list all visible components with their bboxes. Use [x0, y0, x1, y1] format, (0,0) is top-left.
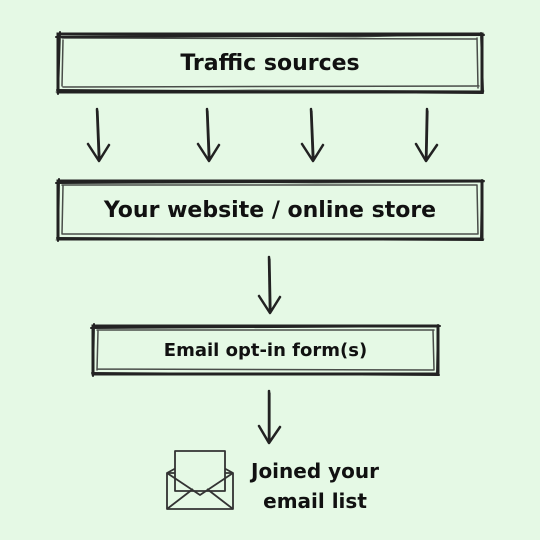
arrow-down-icon: [257, 389, 282, 445]
arrow-down-icon: [257, 255, 282, 315]
optin-form-label: Email opt-in form(s): [163, 339, 368, 361]
joined-email-list-line2: email list: [263, 489, 367, 513]
website-label: Your website / online store: [103, 197, 437, 223]
optin-form-box: Email opt-in form(s): [90, 323, 441, 377]
arrow-down-icon: [196, 107, 221, 163]
website-frame: [55, 178, 485, 242]
joined-email-list-line1: Joined your: [251, 459, 379, 483]
arrow-down-icon: [300, 107, 325, 163]
envelope-icon: [166, 450, 234, 510]
traffic-sources-box: Traffic sources: [55, 31, 485, 95]
website-box: Your website / online store: [55, 178, 485, 242]
traffic-sources-label: Traffic sources: [180, 50, 360, 76]
joined-email-list-label: Joined your email list: [245, 456, 385, 516]
traffic-sources-frame: [55, 31, 485, 95]
arrow-down-icon: [86, 107, 111, 163]
optin-form-frame: [90, 323, 441, 377]
arrow-down-icon: [414, 107, 439, 163]
